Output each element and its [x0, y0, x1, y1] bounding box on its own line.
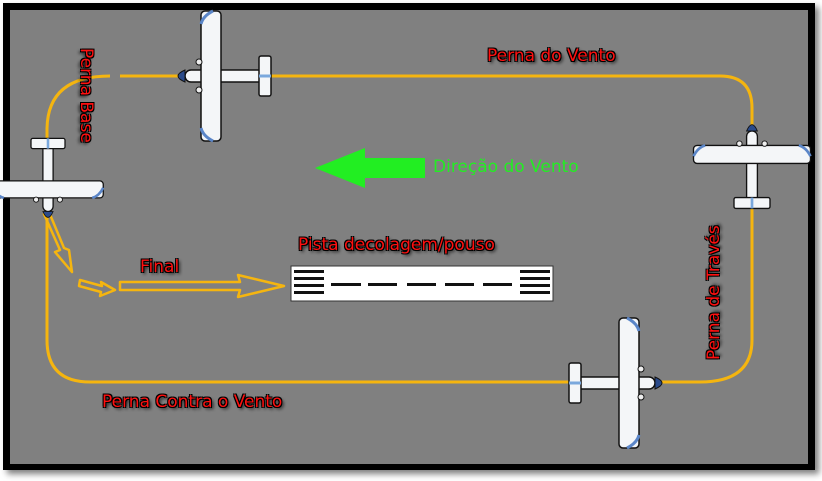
wind-direction-arrow	[315, 148, 425, 188]
airplane-base	[0, 137, 105, 219]
label-crosswind: Perna de Través	[704, 225, 724, 360]
label-base: Perna Base	[76, 48, 96, 143]
label-final: Final	[140, 257, 180, 277]
airplane-downwind	[176, 9, 273, 143]
airplane-upwind	[567, 316, 664, 450]
label-downwind: Perna do Vento	[487, 46, 616, 66]
final-approach-arrows	[42, 210, 286, 299]
airplane-crosswind	[692, 123, 812, 210]
circuit-path	[45, 74, 754, 384]
label-runway: Pista decolagem/pouso	[298, 235, 495, 255]
runway	[290, 265, 554, 302]
airfield-background	[10, 10, 808, 464]
label-wind-direction: Direção do Vento	[433, 157, 579, 177]
label-upwind: Perna Contra o Vento	[102, 392, 283, 412]
